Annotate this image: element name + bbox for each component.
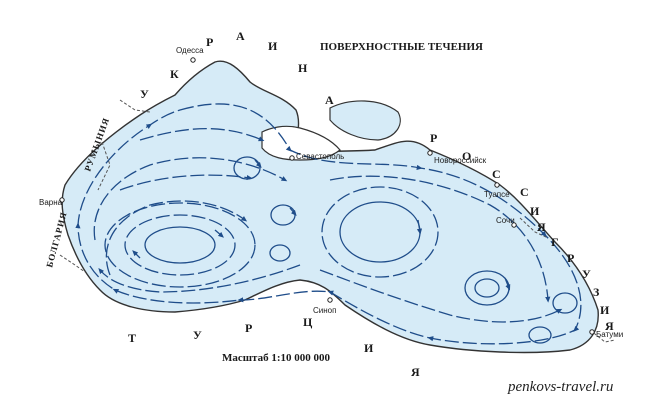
svg-text:И: И [530, 204, 540, 218]
rim-current [75, 103, 582, 345]
eddy-center-north-arrow [289, 207, 297, 216]
city-batumi: Батуми [589, 329, 623, 339]
western-gyre-arrow-1 [214, 229, 224, 238]
svg-text:Я: Я [411, 365, 420, 379]
country-ukraine-label: У К Р А И Н А [140, 29, 334, 107]
svg-text:Новороссийск: Новороссийск [434, 156, 487, 165]
city-sochi: Сочи [496, 216, 517, 228]
ukraine-romania-border [119, 99, 151, 113]
watermark: penkovs-travel.ru [507, 379, 613, 395]
georgia-turkey-border [589, 329, 616, 343]
country-russia-label: Р О С С И Я [430, 131, 546, 234]
inner-current-west-1 [93, 157, 288, 241]
svg-text:А: А [236, 29, 245, 43]
svg-text:У: У [582, 267, 591, 281]
eddy-crimea [233, 156, 261, 180]
svg-text:З: З [593, 285, 599, 299]
city-varna: Варна [39, 197, 65, 207]
svg-text:Туапсе: Туапсе [484, 190, 510, 199]
svg-text:И: И [364, 341, 374, 355]
country-bulgaria-label: БОЛГАРИЯ [44, 210, 69, 268]
inner-current-north-2 [119, 174, 253, 191]
svg-text:Р: Р [430, 131, 437, 145]
city-sevastopol: Севастополь [289, 152, 344, 161]
svg-text:У: У [193, 328, 202, 342]
svg-text:Сочи: Сочи [496, 216, 515, 225]
eddy-east-coast [528, 326, 552, 344]
city-sinop: Синоп [313, 297, 336, 315]
eddy-crimea-arrow [254, 159, 262, 168]
eddy-center-south [269, 244, 291, 262]
svg-text:Г: Г [551, 235, 559, 249]
inner-current-east-2 [319, 269, 563, 323]
svg-text:Н: Н [298, 61, 308, 75]
svg-text:Синоп: Синоп [313, 306, 336, 315]
svg-text:С: С [492, 167, 501, 181]
svg-text:К: К [170, 67, 179, 81]
svg-text:Ц: Ц [303, 315, 313, 329]
azov-sea-area [329, 100, 401, 141]
inner-current-west-2 [105, 200, 248, 276]
western-gyre-outer [104, 202, 256, 288]
svg-text:Одесса: Одесса [176, 46, 204, 55]
city-novorossiysk: Новороссийск [427, 150, 487, 165]
city-tuapse: Туапсе [484, 182, 510, 199]
eastern-gyre-outer [321, 186, 439, 278]
svg-text:О: О [462, 149, 471, 163]
western-gyre-arrow-2 [132, 250, 141, 259]
svg-text:С: С [520, 185, 529, 199]
svg-text:Р: Р [567, 251, 574, 265]
svg-text:Я: Я [537, 220, 546, 234]
svg-text:Севастополь: Севастополь [296, 152, 344, 161]
eastern-gyre-arrow [416, 219, 423, 235]
eddy-batumi-inner [474, 278, 500, 298]
svg-text:Р: Р [206, 35, 213, 49]
city-odessa: Одесса [176, 46, 204, 63]
svg-text:А: А [325, 93, 334, 107]
inner-current-north-1 [139, 128, 265, 142]
western-gyre-inner [144, 226, 216, 264]
svg-text:И: И [268, 39, 278, 53]
svg-text:Р: Р [245, 321, 252, 335]
inner-current-east-1 [329, 175, 551, 303]
svg-text:Т: Т [128, 331, 136, 345]
inner-current-south [98, 264, 301, 293]
svg-text:Я: Я [605, 319, 614, 333]
svg-text:Варна: Варна [39, 198, 63, 207]
country-turkey-label: Т У Р Ц И Я [128, 315, 420, 379]
map-title: ПОВЕРХНОСТНЫЕ ТЕЧЕНИЯ [320, 41, 483, 53]
map-scale: Масштаб 1:10 000 000 [222, 352, 331, 364]
svg-text:И: И [600, 303, 610, 317]
country-georgia-label: Г Р У З И Я [551, 235, 614, 333]
eddy-southeast [552, 292, 578, 314]
svg-text:Батуми: Батуми [596, 330, 623, 339]
svg-text:У: У [140, 87, 149, 101]
eddy-batumi-arrow [504, 277, 511, 291]
western-gyre-middle [124, 214, 236, 276]
